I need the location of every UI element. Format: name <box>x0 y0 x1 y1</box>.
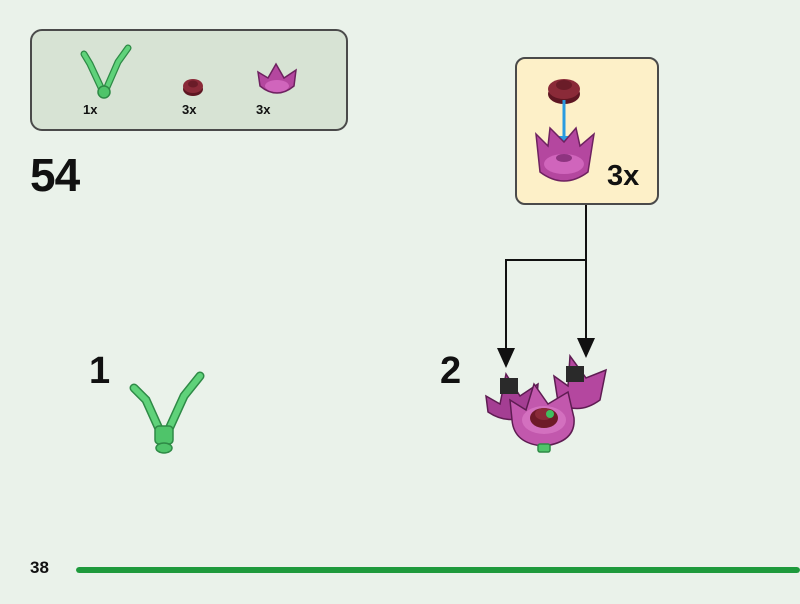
dark-red-plate-part-icon <box>183 79 203 96</box>
part-qty-petal: 3x <box>256 102 271 117</box>
step-number: 54 <box>30 149 80 201</box>
progress-bar-fill <box>76 567 800 573</box>
callout-label-2: 2 <box>440 350 462 392</box>
page-number: 38 <box>30 558 49 577</box>
part-qty-stem: 1x <box>83 102 98 117</box>
magenta-petal-part-icon <box>257 62 297 94</box>
callout-label-1: 1 <box>89 350 111 392</box>
part-qty-plate: 3x <box>182 102 197 117</box>
green-stem-part-icon <box>80 44 132 99</box>
progress-bar <box>76 567 800 573</box>
subassembly-qty: 3x <box>607 160 640 192</box>
subassembly-box <box>515 57 659 205</box>
green-stem-model-icon <box>129 371 205 454</box>
subassembly-diagram-icon <box>535 79 596 182</box>
flower-assembly-model-icon <box>485 353 608 453</box>
